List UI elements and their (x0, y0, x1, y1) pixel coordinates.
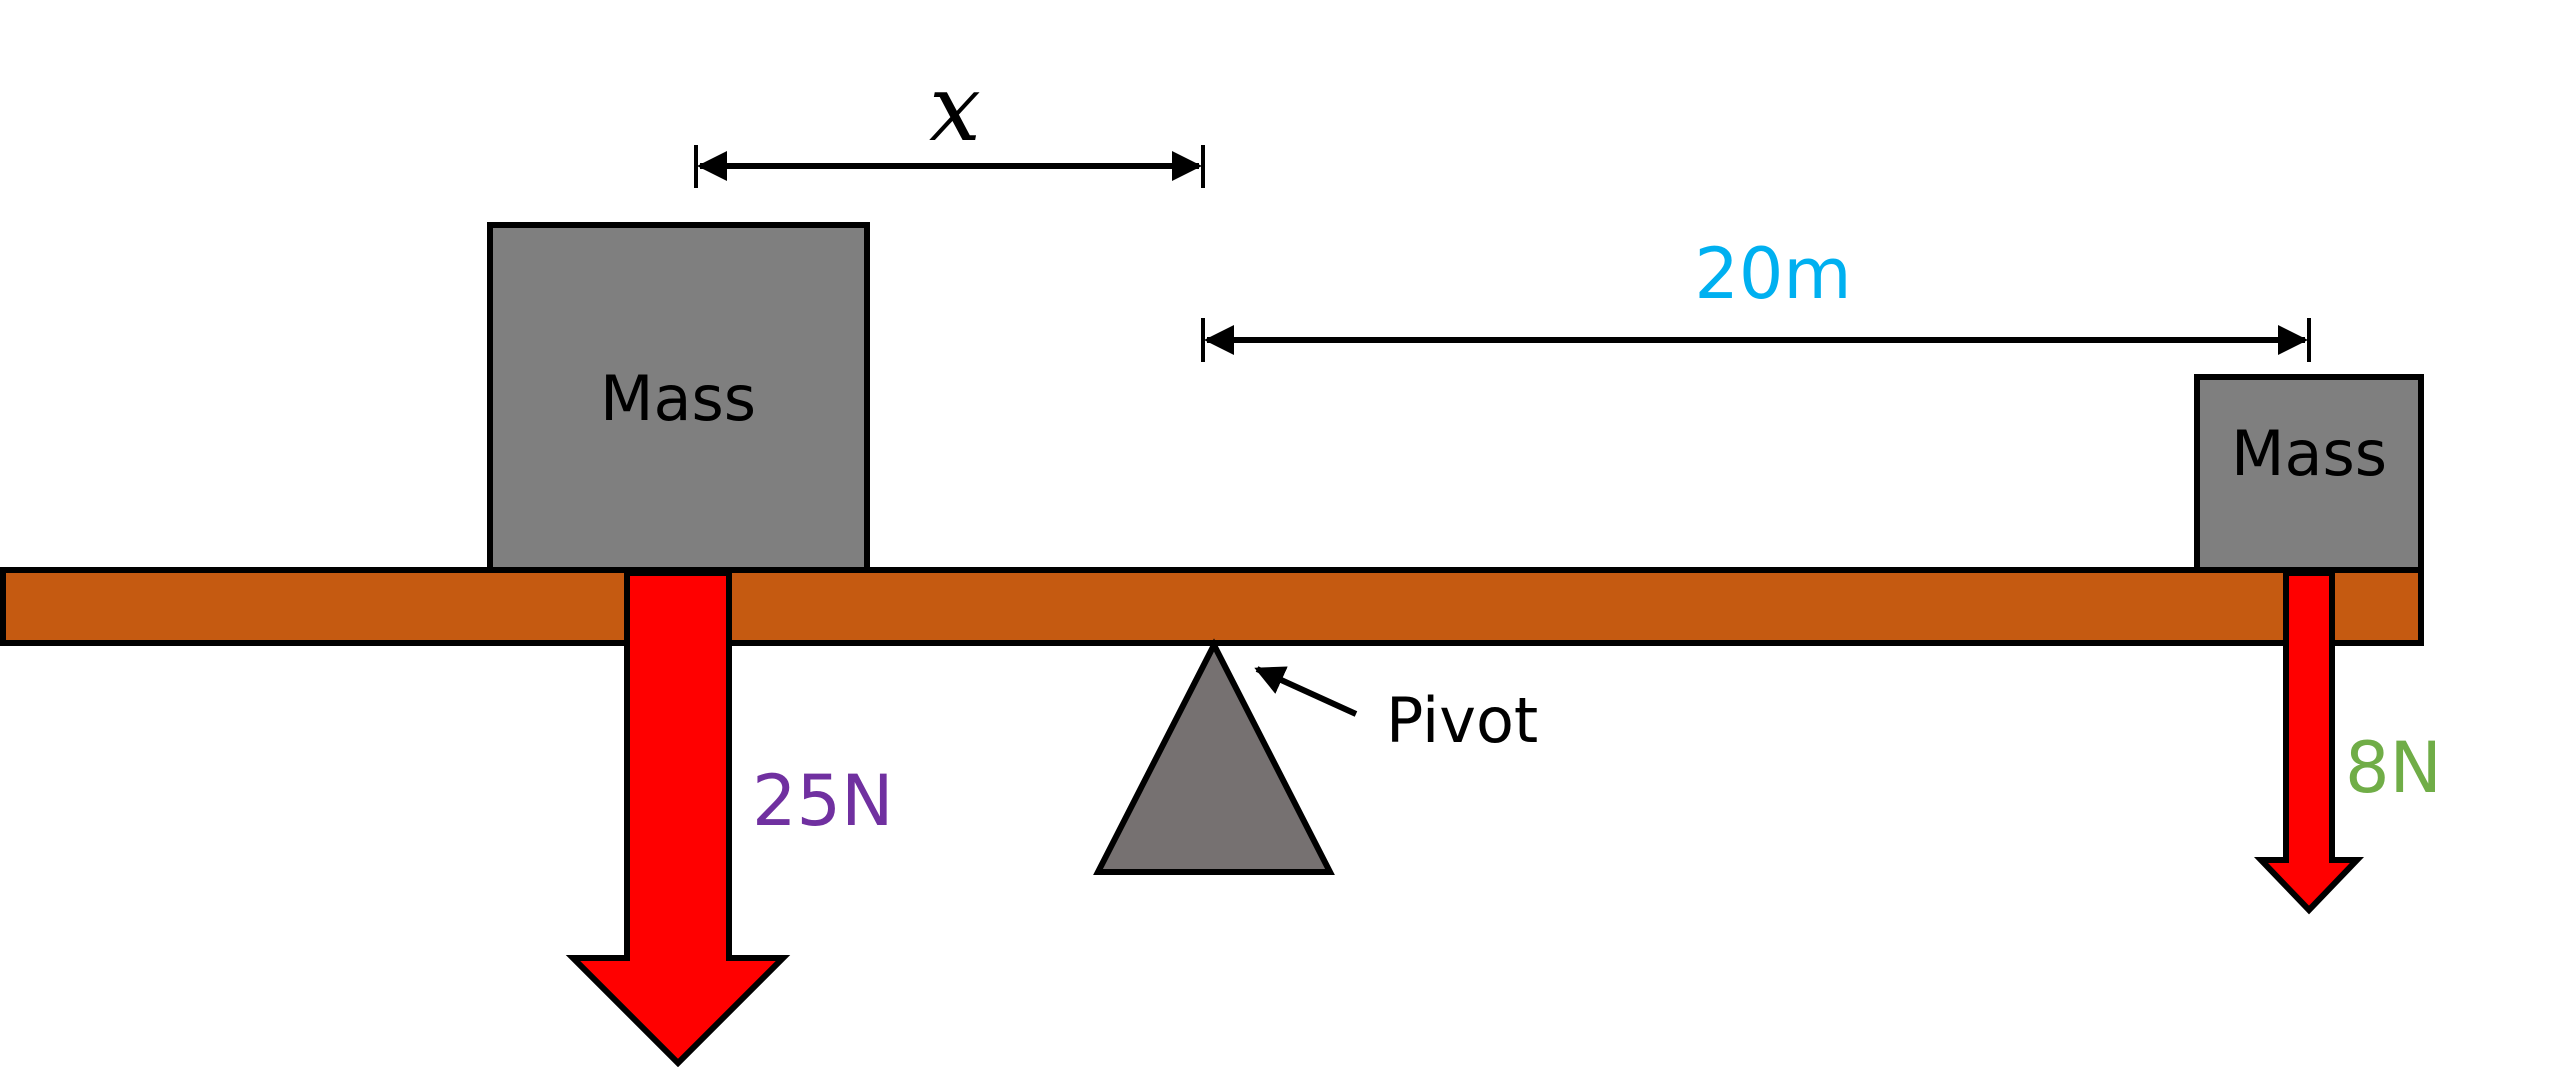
distance-x-label: x (929, 55, 981, 162)
left-mass-block (487, 222, 870, 573)
right-force-arrow (2253, 570, 2365, 915)
pivot-pointer-arrow (1254, 666, 1358, 717)
left-force-label: 25N (752, 760, 893, 842)
right-mass-label: Mass (2231, 417, 2387, 490)
right-mass-block (2194, 374, 2424, 573)
lever-beam (0, 567, 2424, 646)
left-mass-label: Mass (600, 362, 756, 435)
distance-20m-label: 20m (1694, 233, 1851, 315)
pivot-triangle (1093, 638, 1335, 875)
pivot-label: Pivot (1386, 684, 1538, 757)
right-force-label: 8N (2345, 727, 2442, 809)
left-force-arrow (565, 570, 791, 1067)
